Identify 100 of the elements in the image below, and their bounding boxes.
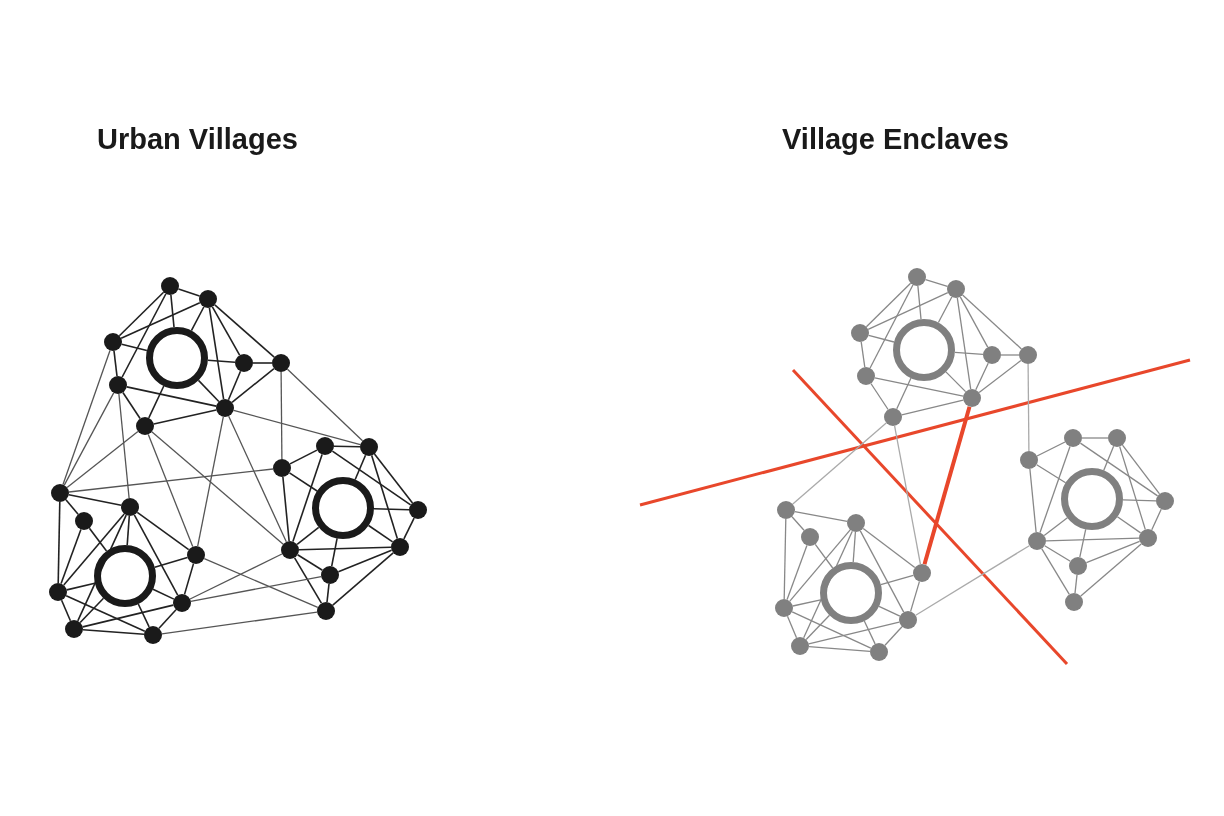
connector-line: [292, 453, 323, 543]
network-node: [144, 626, 162, 644]
connector-line: [917, 285, 922, 320]
connector-line: [252, 362, 273, 364]
network-node: [801, 528, 819, 546]
connector-line: [896, 377, 912, 410]
connector-line: [331, 450, 412, 506]
connector-line: [1044, 545, 1071, 562]
connector-line: [65, 594, 146, 633]
connector-line: [231, 367, 275, 404]
connector-line: [197, 379, 220, 403]
connector-line: [197, 416, 224, 547]
connector-line: [783, 518, 787, 600]
connector-line: [153, 409, 217, 425]
connector-line: [373, 508, 410, 511]
connector-line: [190, 576, 322, 602]
connector-line: [893, 425, 922, 565]
network-node: [1028, 532, 1046, 550]
connector-line: [293, 557, 323, 604]
connector-line: [1119, 445, 1146, 531]
connector-line: [1151, 508, 1162, 531]
connector-line: [289, 449, 318, 465]
connector-line: [82, 628, 145, 636]
connector-line: [126, 386, 217, 407]
connector-line: [113, 350, 118, 377]
connector-line: [1085, 540, 1141, 564]
hub-ring: [94, 545, 156, 607]
connector-line: [868, 334, 895, 343]
connector-line: [1080, 543, 1142, 597]
connector-line: [296, 526, 320, 546]
connector-line: [82, 604, 174, 628]
network-node: [391, 538, 409, 556]
connector-line: [133, 514, 179, 596]
connector-line: [79, 597, 105, 624]
network-node: [884, 408, 902, 426]
network-node: [321, 566, 339, 584]
connector-line: [330, 537, 338, 567]
connector-line: [915, 545, 1030, 616]
connector-line: [880, 574, 914, 586]
network-node: [49, 583, 67, 601]
connector-line: [978, 359, 1022, 394]
connector-line: [1079, 442, 1159, 497]
network-node: [173, 594, 191, 612]
network-node: [913, 564, 931, 582]
connector-line: [189, 553, 283, 600]
connector-line: [945, 371, 967, 393]
connector-line: [65, 499, 79, 515]
network-node: [1019, 346, 1037, 364]
connector-line: [1039, 445, 1071, 534]
network-node: [136, 417, 154, 435]
connector-line: [88, 527, 108, 552]
connector-line: [137, 603, 150, 628]
connector-line: [792, 422, 887, 505]
network-node: [908, 268, 926, 286]
network-node: [272, 354, 290, 372]
network-node: [1065, 593, 1083, 611]
connector-line: [120, 343, 148, 352]
network-node: [775, 599, 793, 617]
connector-line: [863, 620, 876, 645]
connector-line: [403, 517, 415, 540]
connector-line: [62, 349, 111, 486]
network-node: [360, 438, 378, 456]
network-node: [75, 512, 93, 530]
network-node: [983, 346, 1001, 364]
network-node: [273, 459, 291, 477]
connector-line: [808, 646, 871, 652]
network-node: [870, 643, 888, 661]
network-node: [1139, 529, 1157, 547]
connector-line: [214, 304, 275, 358]
connector-line: [870, 382, 889, 411]
connector-line: [63, 392, 115, 486]
connector-line: [791, 516, 805, 531]
connector-line: [1045, 537, 1140, 542]
connector-line: [118, 393, 130, 499]
hub-ring: [1061, 468, 1123, 530]
connector-line: [814, 543, 834, 569]
network-node: [847, 514, 865, 532]
connector-line: [901, 399, 964, 416]
connector-line: [789, 529, 851, 602]
connector-line: [158, 608, 177, 630]
connector-line: [961, 294, 1023, 350]
connector-line: [869, 284, 914, 369]
connector-line: [228, 415, 287, 543]
connector-line: [122, 391, 141, 420]
connector-line: [126, 515, 131, 546]
network-node: [409, 501, 427, 519]
network-node: [121, 498, 139, 516]
hub-ring: [893, 319, 955, 381]
connector-line: [909, 580, 921, 613]
connector-line: [959, 296, 989, 348]
connector-line: [867, 292, 949, 330]
connector-line: [373, 453, 414, 504]
connector-line: [367, 524, 394, 543]
connector-line: [1043, 517, 1069, 537]
connector-line: [333, 445, 361, 448]
network-node: [187, 546, 205, 564]
connector-line: [1000, 354, 1020, 356]
connector-line: [975, 362, 989, 391]
connector-line: [296, 554, 324, 571]
network-node: [899, 611, 917, 629]
